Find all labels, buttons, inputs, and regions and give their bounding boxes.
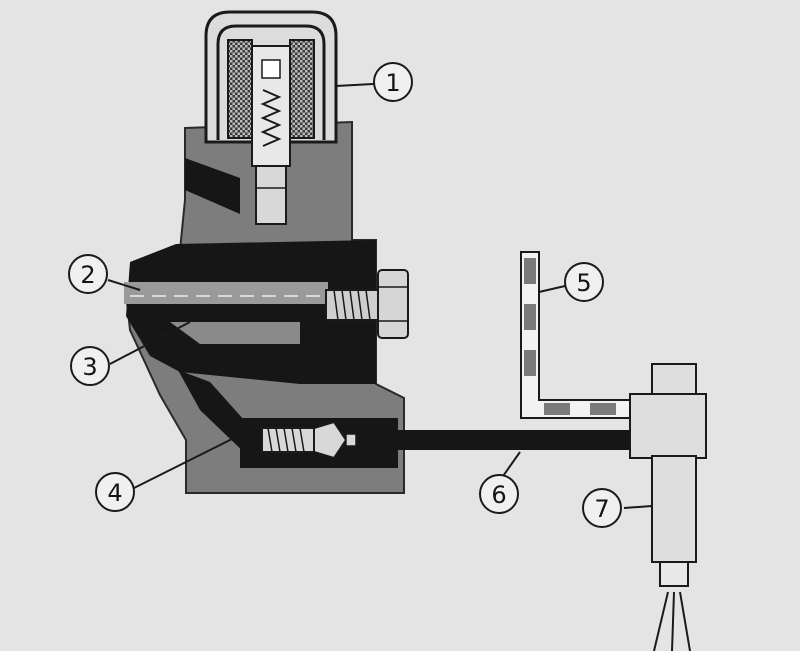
leader-7	[623, 505, 653, 509]
callout-5-label: 5	[576, 269, 591, 297]
callout-3: 3	[70, 346, 110, 386]
callout-2-label: 2	[80, 261, 95, 289]
valve-housing	[124, 120, 405, 494]
callout-1-label: 1	[385, 69, 400, 97]
plunger-bore	[124, 269, 409, 344]
solenoid-assembly	[204, 10, 338, 225]
callout-7-label: 7	[594, 495, 609, 523]
callout-2: 2	[68, 254, 108, 294]
leader-4	[133, 433, 243, 489]
callout-6-label: 6	[491, 481, 506, 509]
callout-1: 1	[373, 62, 413, 102]
injection-nozzle	[629, 363, 707, 651]
leader-5	[538, 285, 566, 293]
fuel-pipe	[398, 430, 638, 450]
callout-6: 6	[479, 474, 519, 514]
callout-4: 4	[95, 472, 135, 512]
callout-7: 7	[582, 488, 622, 528]
callout-5: 5	[564, 262, 604, 302]
leader-3	[109, 321, 191, 365]
callout-3-label: 3	[82, 353, 97, 381]
leader-2	[107, 279, 141, 291]
pressure-valve	[261, 420, 357, 460]
callout-4-label: 4	[107, 479, 122, 507]
